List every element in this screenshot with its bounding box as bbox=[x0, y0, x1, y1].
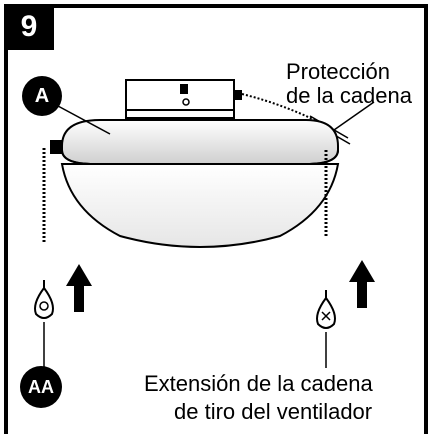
switch-housing bbox=[125, 79, 242, 119]
fan-pull-fob bbox=[316, 290, 336, 368]
callout-aa: AA bbox=[20, 366, 62, 408]
chain-guard-label-line2: de la cadena bbox=[286, 83, 412, 108]
up-arrow-left bbox=[66, 264, 92, 312]
fan-chain-label-line1: Extensión de la cadena bbox=[144, 371, 373, 396]
chain-guard-leader bbox=[333, 101, 375, 131]
mounting-ring bbox=[50, 119, 339, 165]
step-number-badge: 9 bbox=[4, 4, 54, 50]
chain-guard-label-line1: Protección bbox=[286, 59, 390, 84]
glass-dome bbox=[60, 163, 340, 248]
light-pull-fob bbox=[34, 280, 54, 368]
fan-chain-label-line2: de tiro del ventilador bbox=[174, 399, 373, 424]
panel-frame bbox=[4, 4, 428, 434]
callout-a: A bbox=[22, 76, 62, 116]
callout-a-leader bbox=[57, 105, 111, 135]
up-arrow-right bbox=[349, 260, 375, 308]
